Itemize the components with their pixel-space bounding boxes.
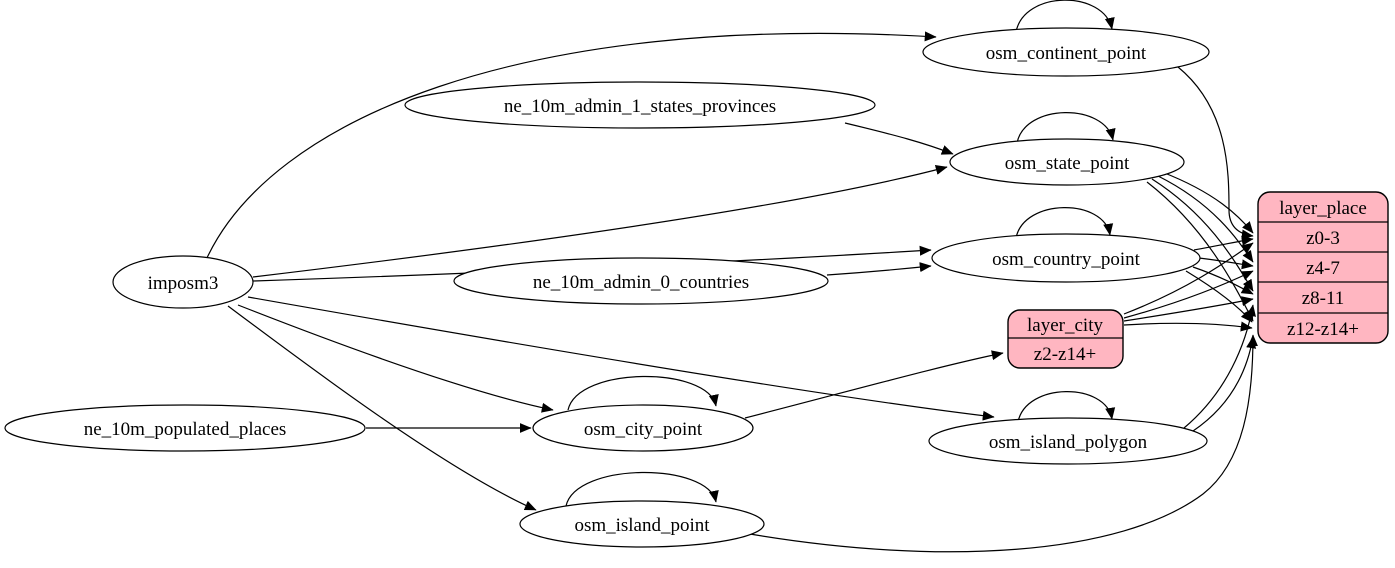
node-ellipse-ne_10m_admin_1_states_provinces xyxy=(404,81,876,129)
edge-osm_state_point-layer_place-z8-11 xyxy=(1151,178,1254,292)
self-loop-osm_country_point xyxy=(1015,207,1114,239)
edge-osm_country_point-layer_place-z0-3 xyxy=(1193,235,1254,251)
node-ellipse-ne_10m_populated_places xyxy=(4,404,366,452)
node-ellipse-ne_10m_admin_0_countries xyxy=(453,257,829,305)
record-row-layer_place-z12-z14: z12-z14+ xyxy=(1287,319,1359,340)
self-loop-osm_island_point xyxy=(565,471,719,507)
edge-osm_island_point-layer_place-z12-z14 xyxy=(749,334,1259,553)
node-ellipse-osm_state_point xyxy=(949,138,1185,186)
edge-layer_city-layer_place-z4-7 xyxy=(1123,270,1254,319)
edge-osm_state_point-layer_place-z0-3 xyxy=(1161,171,1254,234)
edge-ne_10m_admin_1_states_provinces-osm_state_point xyxy=(844,122,954,155)
node-label-osm_island_polygon: osm_island_polygon xyxy=(989,432,1148,453)
edge-osm_country_point-layer_place-z12-z14 xyxy=(1185,270,1253,323)
node-ellipse-imposm3 xyxy=(112,255,254,309)
self-loop-osm_island_polygon xyxy=(1017,391,1116,423)
node-label-ne_10m_admin_0_countries: ne_10m_admin_0_countries xyxy=(533,272,749,293)
record-header-layer_city: layer_city xyxy=(1027,315,1103,336)
edge-layer_city-layer_place-z12-z14 xyxy=(1123,321,1253,332)
record-row-layer_place-z0-3: z0-3 xyxy=(1306,228,1340,249)
node-ellipse-osm_country_point xyxy=(931,233,1201,283)
edge-imposm3-osm_island_point xyxy=(227,305,537,511)
node-label-ne_10m_populated_places: ne_10m_populated_places xyxy=(84,419,287,440)
record-row-layer_city-z2-z14: z2-z14+ xyxy=(1034,344,1096,365)
record-box-layer_place xyxy=(1257,191,1389,344)
node-ellipse-osm_island_polygon xyxy=(928,417,1208,465)
edge-layer_city-layer_place-z0-3 xyxy=(1123,242,1254,315)
node-ellipse-osm_continent_point xyxy=(922,27,1210,77)
edge-osm_country_point-layer_place-z4-7 xyxy=(1198,257,1254,270)
edge-osm_state_point-layer_place-z12-z14 xyxy=(1146,181,1254,322)
edge-ne_10m_admin_0_countries-osm_country_point xyxy=(826,262,932,276)
node-ellipse-osm_island_point xyxy=(519,500,765,548)
record-layer_place: layer_place z0-3 z4-7 z8-11 z12-z14+ xyxy=(1257,191,1389,344)
edge-layer_city-layer_place-z8-11 xyxy=(1123,296,1254,322)
edge-osm_island_polygon-layer_place-z12-z14 xyxy=(1192,336,1257,432)
node-label-osm_city_point: osm_city_point xyxy=(584,419,703,440)
node-label-osm_island_point: osm_island_point xyxy=(574,515,710,536)
self-loop-osm_city_point xyxy=(567,375,719,411)
node-label-osm_continent_point: osm_continent_point xyxy=(986,43,1147,64)
edge-osm_island_polygon-layer_place-z8-11 xyxy=(1183,304,1256,429)
node-group: imposm3 ne_10m_admin_1_states_provinces … xyxy=(4,27,1210,548)
node-label-osm_country_point: osm_country_point xyxy=(992,249,1140,270)
record-row-layer_place-z4-7: z4-7 xyxy=(1306,258,1340,279)
node-label-ne_10m_admin_1_states_provinces: ne_10m_admin_1_states_provinces xyxy=(504,96,776,117)
edge-osm_continent_point-layer_place-z0-3 xyxy=(1177,66,1254,240)
edge-osm_city_point-layer_city-z2-z14 xyxy=(744,350,1004,419)
record-box-layer_city xyxy=(1007,309,1124,369)
edge-osm_state_point-layer_place-z4-7 xyxy=(1157,175,1254,263)
edge-imposm3-osm_city_point xyxy=(237,304,554,413)
edge-group xyxy=(205,0,1259,553)
edge-imposm3-osm_island_polygon xyxy=(247,296,995,421)
record-header-layer_place: layer_place xyxy=(1279,198,1367,219)
self-loop-osm_continent_point xyxy=(1015,0,1115,33)
edge-imposm3-osm_continent_point xyxy=(205,31,937,261)
record-row-layer_place-z8-11: z8-11 xyxy=(1302,288,1345,309)
record-layer_city: layer_city z2-z14+ xyxy=(1007,309,1124,369)
node-ellipse-osm_city_point xyxy=(532,404,754,452)
edge-imposm3-osm_state_point xyxy=(252,165,948,278)
node-label-osm_state_point: osm_state_point xyxy=(1005,153,1130,174)
node-label-imposm3: imposm3 xyxy=(148,273,219,294)
self-loop-osm_state_point xyxy=(1016,112,1116,144)
